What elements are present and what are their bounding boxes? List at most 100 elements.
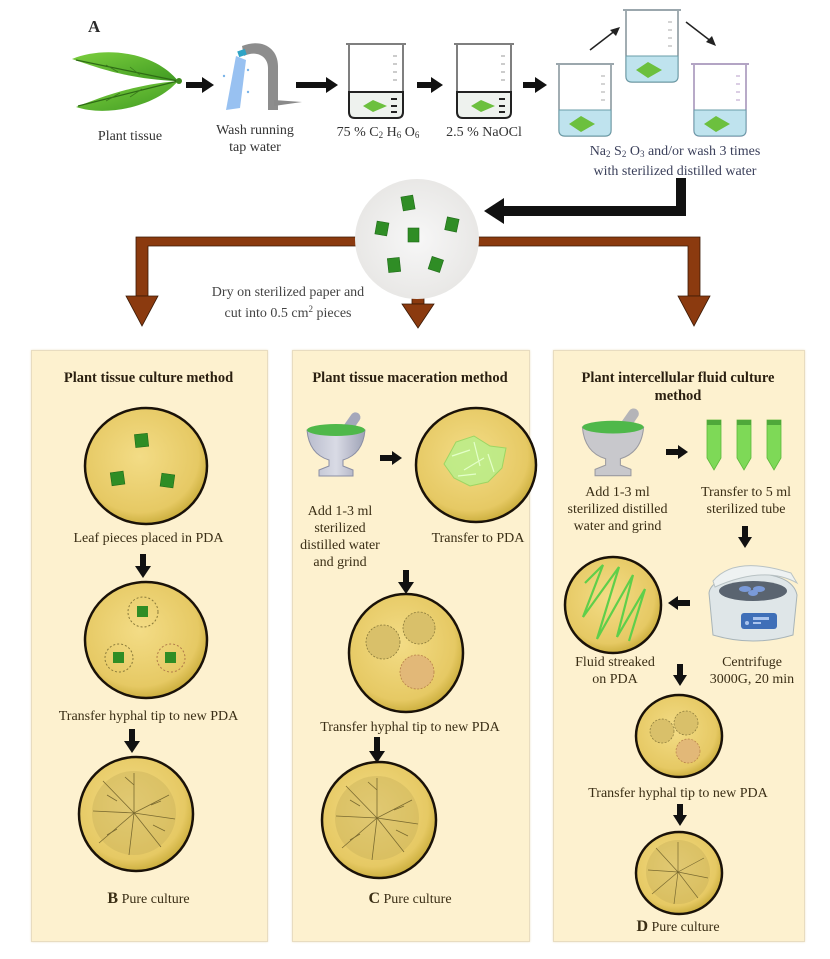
thiosulfate-sub2: 2 — [621, 149, 627, 159]
petri-dish-hyphal-growth — [83, 580, 209, 700]
ethanol-mid2: O — [401, 125, 415, 140]
thiosulfate-suffix: and/or wash 3 times — [644, 144, 761, 159]
panel-d-centrifuge-line1: Centrifuge — [722, 655, 782, 670]
panel-d-result: D Pure culture — [553, 918, 803, 936]
panel-c-result-letter: C — [368, 890, 381, 907]
petri-dish-pure-culture-c — [320, 760, 438, 880]
arrow-right-icon — [523, 77, 547, 93]
petri-dish-leaf-pieces — [83, 406, 209, 526]
brown-arrowhead-middle — [401, 303, 435, 329]
petri-dish-colonies-c — [347, 592, 465, 714]
arrow-right-icon — [417, 77, 443, 93]
petri-dish-macerated-tissue — [414, 406, 538, 524]
panel-c-result: C Pure culture — [292, 890, 528, 908]
arrow-down-icon — [369, 737, 385, 763]
panel-d-grind-line1: Add 1-3 ml — [585, 485, 650, 500]
arrow-down-icon — [673, 804, 687, 826]
panel-d-streak-line2: on PDA — [592, 672, 638, 687]
dry-step-line2: cut into 0.5 cm2 pieces — [188, 301, 388, 322]
panel-d-tube-line2: sterilized tube — [706, 502, 786, 517]
arrow-down-icon — [124, 729, 140, 753]
petri-dish-colonies-d — [634, 693, 724, 779]
ethanol-sub1: 2 — [378, 130, 384, 140]
distribution-arrows — [125, 236, 711, 329]
arrow-right-icon — [296, 77, 338, 93]
arrow-up-right-icon — [589, 27, 620, 51]
panel-d-result-label: Pure culture — [651, 920, 720, 935]
naocl-label: 2.5 % NaOCl — [446, 125, 522, 140]
panel-d-result-letter: D — [636, 918, 649, 935]
arrow-down-icon — [135, 554, 151, 578]
mortar-pestle-icon — [581, 408, 645, 477]
panel-c-grind-line2: sterilized — [314, 521, 366, 536]
thiosulfate-sub1: 2 — [606, 149, 611, 159]
plant-tissue-leaf-icon — [72, 52, 182, 111]
arrow-down-right-icon — [685, 21, 716, 46]
panel-d-centrifuge-label: Centrifuge 3000G, 20 min — [698, 654, 806, 688]
thiosulfate-label-line2: with sterilized distilled water — [593, 164, 757, 179]
arrow-right-icon — [666, 445, 688, 459]
thiosulfate-sub3: 3 — [639, 149, 645, 159]
panel-c-transfer-label: Transfer to PDA — [431, 531, 525, 546]
wash-label: Wash running tap water — [200, 122, 310, 156]
centrifuge-tubes-icon — [706, 419, 782, 471]
panel-b-title: Plant tissue culture method — [63, 370, 234, 386]
brown-arrowhead-left — [125, 295, 159, 327]
thiosulfate-beaker-2-icon — [623, 9, 681, 83]
panel-c-title: Plant tissue maceration method — [312, 370, 508, 386]
panel-c-grind-line4: and grind — [313, 555, 367, 570]
panel-d-title-line1: Plant intercellular fluid culture — [581, 370, 775, 386]
petri-dish-pure-culture-b — [77, 755, 195, 873]
thiosulfate-label-line1: Na2 S2 O3 and/or wash 3 times — [555, 143, 795, 163]
arrow-right-icon — [186, 77, 214, 93]
arrow-right-icon — [380, 451, 402, 465]
ethanol-label: 75 % C2 H6 O6 — [322, 124, 434, 144]
panel-b-result: B Pure culture — [31, 890, 266, 908]
panel-c-grind-line1: Add 1-3 ml — [307, 504, 373, 519]
dry-step-line2-suffix: pieces — [313, 306, 352, 321]
panel-c-step2-label: Transfer hyphal tip to new PDA — [320, 720, 500, 735]
thiosulfate-beaker-1-icon — [556, 63, 614, 137]
ethanol-sub2: 6 — [396, 130, 402, 140]
panel-c-grind-label: Add 1-3 ml sterilized distilled water an… — [296, 503, 384, 571]
wash-label-line2: tap water — [229, 140, 281, 155]
thiosulfate-prefix: Na — [589, 144, 607, 159]
ethanol-beaker-icon — [346, 43, 406, 119]
ethanol-mid1: H — [383, 125, 397, 140]
panel-b-step2-label: Transfer hyphal tip to new PDA — [58, 709, 239, 724]
arrow-return-icon — [484, 178, 686, 224]
panel-d-grind-line2: sterilized distilled — [567, 502, 668, 517]
streaked-petri-dish — [563, 555, 663, 655]
panel-d-streak-line1: Fluid streaked — [575, 655, 655, 670]
centrifuge-icon — [708, 565, 799, 642]
ethanol-sub3: 6 — [414, 130, 420, 140]
dry-step-sup: 2 — [308, 304, 314, 314]
brown-arrow-right — [475, 236, 701, 297]
panel-d-title-line2: method — [654, 388, 702, 404]
panel-d-streak-label: Fluid streaked on PDA — [560, 654, 670, 688]
dry-step-line2-prefix: cut into 0.5 cm — [224, 306, 309, 321]
panel-c-grind-line3: distilled water — [300, 538, 380, 553]
panel-label-a: A — [88, 17, 101, 36]
plant-tissue-label: Plant tissue — [97, 129, 163, 144]
panel-c-result-label: Pure culture — [383, 892, 452, 907]
panel-d-tube-line1: Transfer to 5 ml — [700, 485, 792, 500]
panel-d-grind-line3: water and grind — [573, 519, 662, 534]
thiosulfate-label: Na2 S2 O3 and/or wash 3 times with steri… — [555, 143, 795, 180]
thiosulfate-mid1: S — [610, 144, 622, 159]
panel-d-grind-label: Add 1-3 ml sterilized distilled water an… — [555, 484, 680, 535]
wash-label-line1: Wash running — [216, 123, 294, 138]
sterilized-paper-icon — [355, 179, 479, 299]
arrow-down-icon — [673, 664, 687, 686]
panel-d-step2-label: Transfer hyphal tip to new PDA — [588, 786, 768, 801]
brown-arrowhead-right — [677, 295, 711, 327]
arrow-down-icon — [738, 526, 752, 548]
petri-dish-pure-culture-d — [634, 830, 724, 916]
panel-d-title: Plant intercellular fluid culture method — [553, 369, 803, 405]
mortar-pestle-icon — [306, 412, 366, 477]
panel-d-tube-label: Transfer to 5 ml sterilized tube — [688, 484, 804, 518]
thiosulfate-mid2: O — [626, 144, 640, 159]
naocl-beaker-icon — [454, 43, 514, 119]
thiosulfate-beaker-3-icon — [691, 63, 749, 137]
panel-d-centrifuge-line2: 3000G, 20 min — [709, 672, 795, 687]
